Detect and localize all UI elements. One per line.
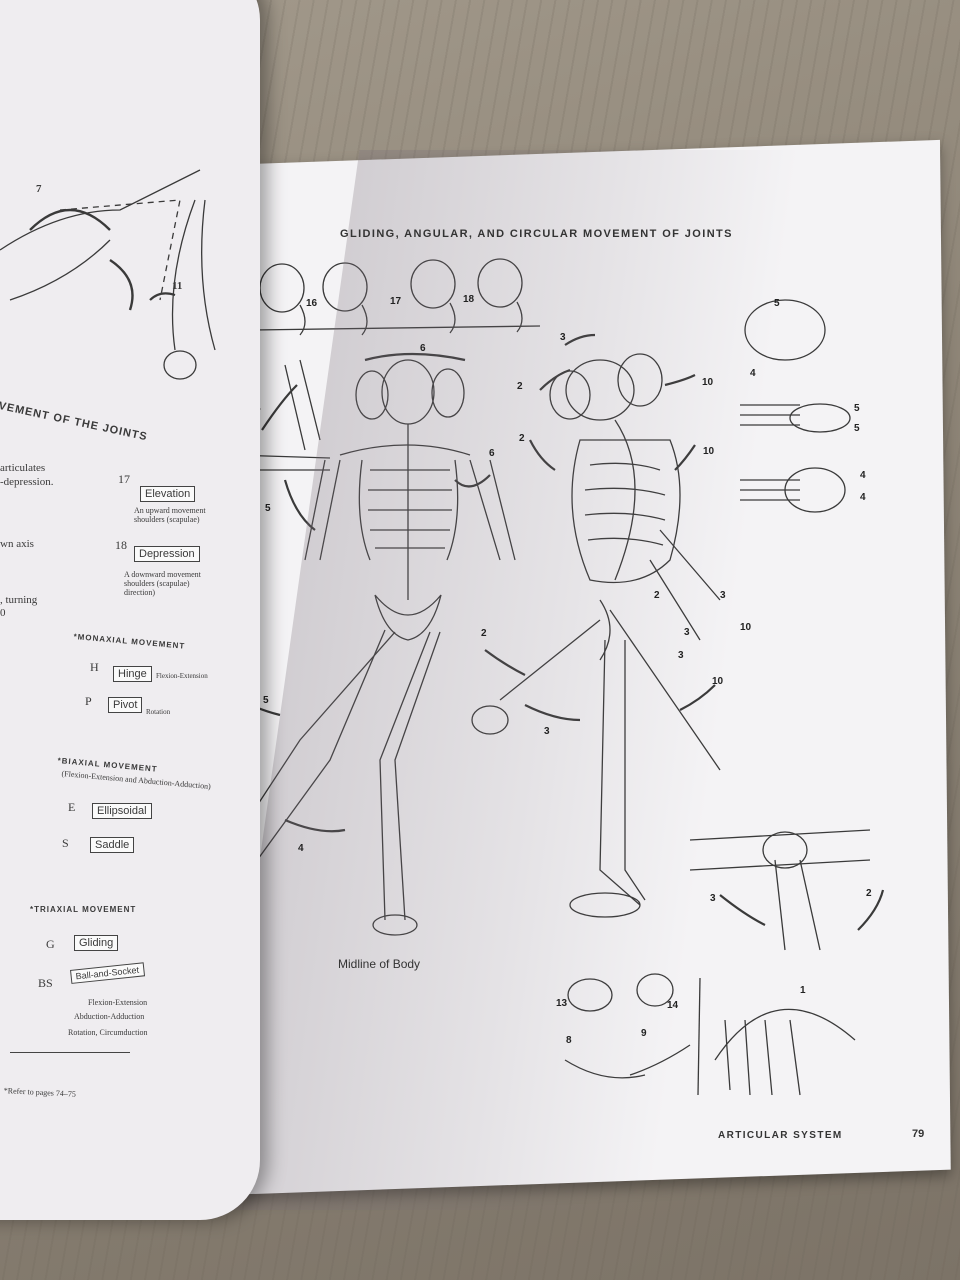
hinge-box: Hinge xyxy=(113,666,152,682)
saddle-letter: S xyxy=(62,836,69,850)
left-text-fragment: 0 xyxy=(0,607,6,619)
item-18-number: 18 xyxy=(115,538,127,552)
figure-number: 17 xyxy=(390,296,402,307)
footer-section-label: ARTICULAR SYSTEM xyxy=(718,1130,843,1141)
gliding-letter: G xyxy=(46,937,55,951)
figure-number: 4 xyxy=(298,843,304,854)
figure-number: 5 xyxy=(774,298,780,309)
hinge-letter: H xyxy=(90,660,99,674)
elevation-description: An upward movement shoulders (scapulae) xyxy=(134,506,206,524)
figure-number: 3 xyxy=(720,590,726,601)
pivot-box: Pivot xyxy=(108,697,143,713)
knee-joint-illustration xyxy=(689,829,871,951)
left-text-fragment: articulates xyxy=(0,462,46,474)
figure-number: 14 xyxy=(667,1000,679,1011)
figure-number: 3 xyxy=(560,332,566,343)
figure-number: 4 xyxy=(750,368,756,379)
figure-number: 3 xyxy=(684,627,690,638)
figure-number: 2 xyxy=(654,590,660,601)
divider xyxy=(10,1052,130,1053)
figure-number-7: 7 xyxy=(36,183,42,195)
left-text-fragment: wn axis xyxy=(0,538,34,550)
elevation-box: Elevation xyxy=(140,486,196,502)
ball-description-2: Abduction-Adduction xyxy=(74,1012,145,1021)
left-page-illustration xyxy=(0,169,216,380)
figure-number: 10 xyxy=(740,622,752,633)
side-skeleton xyxy=(471,353,721,918)
left-book-page xyxy=(0,0,260,1220)
figure-number: 2 xyxy=(866,888,872,899)
figure-number: 4 xyxy=(860,470,866,481)
figure-number: 1 xyxy=(800,985,806,996)
item-17-number: 17 xyxy=(118,472,130,486)
figure-number: 13 xyxy=(556,998,568,1009)
midline-label: Midline of Body xyxy=(338,957,421,971)
figure-number: 10 xyxy=(703,446,715,457)
ellipsoidal-letter: E xyxy=(68,800,76,814)
page-number: 79 xyxy=(912,1128,925,1140)
gliding-box: Gliding xyxy=(74,935,119,951)
figure-number: 2 xyxy=(519,433,525,444)
figure-number: 5 xyxy=(265,503,271,514)
figure-number: 8 xyxy=(566,1035,572,1046)
figure-number: 18 xyxy=(463,294,475,305)
skull-row xyxy=(251,258,541,336)
page-title: GLIDING, ANGULAR, AND CIRCULAR MOVEMENT … xyxy=(340,228,733,240)
figure-number: 2 xyxy=(517,381,523,392)
figure-number: 3 xyxy=(678,650,684,661)
pivot-description: Rotation xyxy=(146,708,171,716)
ball-letter: BS xyxy=(38,976,53,990)
figure-number: 2 xyxy=(481,628,487,639)
ball-description-3: Rotation, Circumduction xyxy=(68,1028,148,1037)
triaxial-heading: *TRIAXIAL MOVEMENT xyxy=(30,905,137,914)
figure-number: 3 xyxy=(544,726,550,737)
ellipsoidal-box: Ellipsoidal xyxy=(92,803,152,819)
hinge-description: Flexion-Extension xyxy=(156,672,208,680)
figure-number: 10 xyxy=(712,676,724,687)
foot-and-wrist-illustrations xyxy=(564,973,856,1096)
figure-number: 6 xyxy=(489,448,495,459)
depression-box: Depression xyxy=(134,546,200,562)
pivot-letter: P xyxy=(85,694,92,708)
figure-number: 9 xyxy=(641,1028,647,1039)
left-text-fragment: -depression. xyxy=(0,476,54,488)
saddle-box: Saddle xyxy=(90,837,135,853)
ball-description-1: Flexion-Extension xyxy=(88,998,148,1007)
left-text-fragment: , turning xyxy=(0,594,38,606)
figure-number: 16 xyxy=(306,298,318,309)
figure-number: 3 xyxy=(710,893,716,904)
depression-description: A downward movement shoulders (scapulae)… xyxy=(124,570,201,597)
figure-number-11: 11 xyxy=(172,280,183,292)
hand-illustrations xyxy=(740,299,851,513)
motion-arrows xyxy=(239,333,885,931)
figure-number: 4 xyxy=(860,492,866,503)
figure-number: 5 xyxy=(854,423,860,434)
figure-number: 5 xyxy=(854,403,860,414)
figure-number: 5 xyxy=(263,695,269,706)
figure-number: 10 xyxy=(702,377,714,388)
figure-number: 6 xyxy=(420,343,426,354)
